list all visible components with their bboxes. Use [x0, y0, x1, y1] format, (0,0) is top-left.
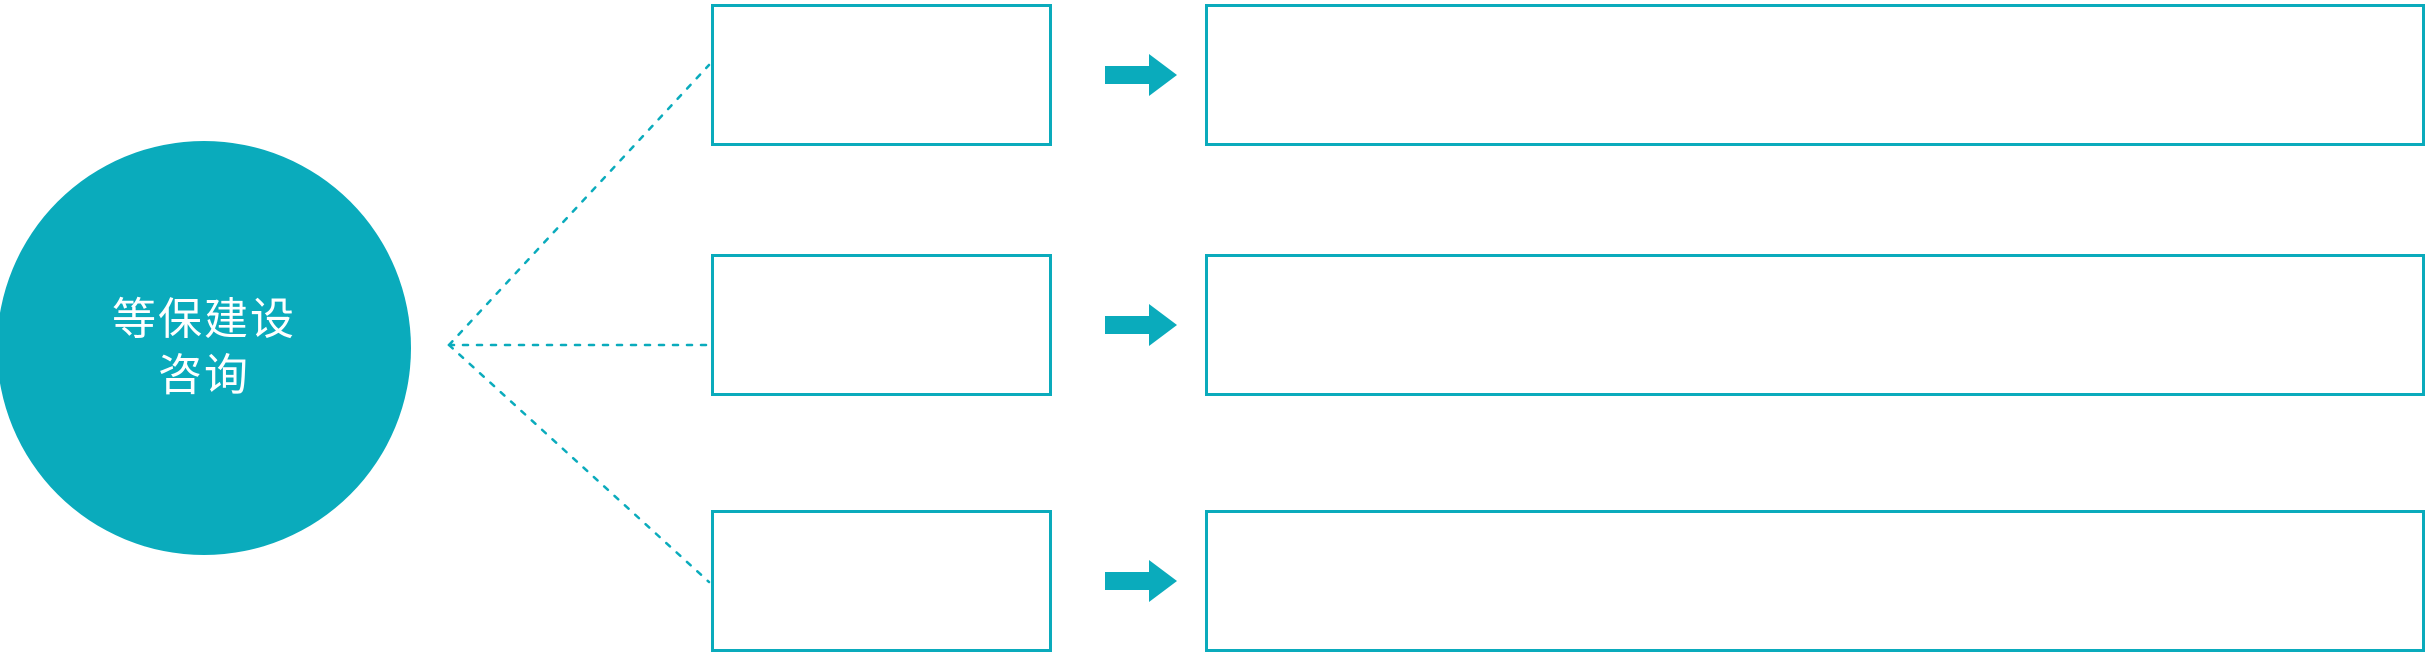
arrow-right-icon-row-2: [1105, 304, 1177, 346]
stage-box-row-1[interactable]: [711, 4, 1052, 146]
stage-box-row-2[interactable]: [711, 254, 1052, 396]
connector-line-row-1: [447, 63, 711, 347]
hub-title-line-2: 咨询: [158, 351, 250, 400]
detail-box-row-2[interactable]: [1205, 254, 2425, 396]
detail-box-row-3[interactable]: [1205, 510, 2425, 652]
hub-title-line-1: 等保建设: [112, 294, 296, 344]
arrow-right-icon-row-3: [1105, 560, 1177, 602]
detail-box-row-1[interactable]: [1205, 4, 2425, 146]
arrow-right-icon-row-1: [1105, 54, 1177, 96]
connector-line-row-3: [447, 343, 711, 584]
hub-circle[interactable]: 等保建设 咨询: [0, 141, 411, 555]
stage-box-row-3[interactable]: [711, 510, 1052, 652]
